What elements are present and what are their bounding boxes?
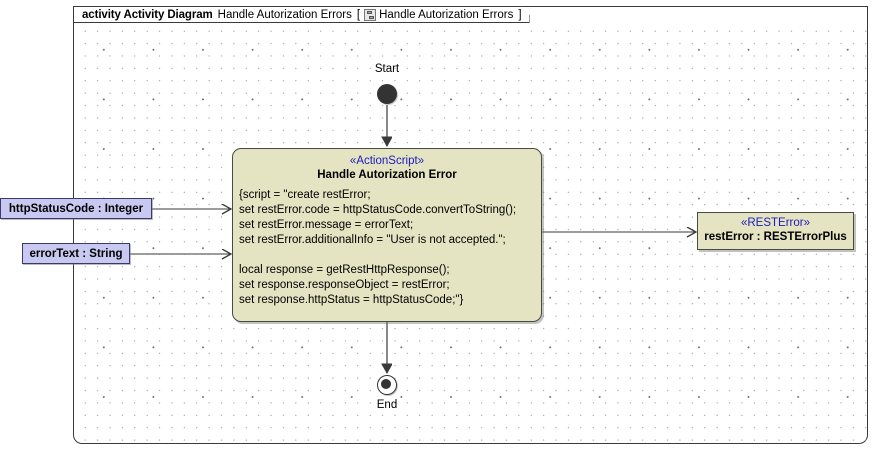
frame-reference-name: Handle Autorization Errors bbox=[379, 8, 514, 21]
frame-bracket-close: ] bbox=[518, 8, 522, 21]
parameter-errortext[interactable]: errorText : String bbox=[22, 243, 130, 264]
action-node-header: «ActionScript» Handle Autorization Error bbox=[233, 149, 541, 182]
frame-bracket-open: [ bbox=[356, 8, 361, 21]
action-node-handle-autorization-error[interactable]: «ActionScript» Handle Autorization Error… bbox=[232, 148, 542, 322]
parameter-label: httpStatusCode : Integer bbox=[8, 202, 144, 215]
diagram-icon bbox=[364, 9, 376, 21]
end-node[interactable] bbox=[377, 375, 397, 395]
object-node-name: restError : RESTErrorPlus bbox=[704, 231, 847, 243]
object-node-stereotype: «RESTError» bbox=[740, 217, 811, 229]
object-node-resterror[interactable]: «RESTError» restError : RESTErrorPlus bbox=[697, 212, 854, 250]
end-node-label: End bbox=[376, 399, 398, 411]
action-node-script-body: {script = "create restError; set restErr… bbox=[239, 189, 517, 306]
frame-keyword: activity Activity Diagram bbox=[82, 8, 213, 21]
start-node-label: Start bbox=[374, 63, 400, 75]
parameter-httpstatuscode[interactable]: httpStatusCode : Integer bbox=[0, 198, 152, 219]
parameter-label: errorText : String bbox=[29, 247, 123, 260]
action-node-name: Handle Autorization Error bbox=[317, 169, 457, 181]
diagram-frame-header[interactable]: activity Activity Diagram Handle Autoriz… bbox=[73, 6, 530, 23]
frame-name: Handle Autorization Errors bbox=[217, 8, 352, 21]
action-node-stereotype: «ActionScript» bbox=[349, 155, 425, 167]
start-node[interactable] bbox=[377, 84, 397, 104]
